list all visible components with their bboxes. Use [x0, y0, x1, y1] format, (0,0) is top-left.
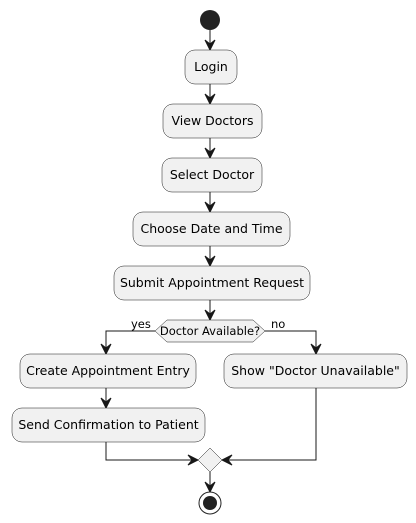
action-create-entry: Create Appointment Entry [19, 353, 197, 389]
edges [100, 30, 322, 494]
arrowhead [100, 343, 112, 356]
decision-label: Doctor Available? [160, 324, 260, 338]
start-node [200, 10, 220, 30]
arrowhead [204, 39, 216, 52]
arrowhead [204, 93, 216, 106]
action-login: Login [184, 49, 238, 85]
action-select-doctor: Select Doctor [161, 157, 263, 193]
action-choose-datetime: Choose Date and Time [132, 211, 291, 247]
edge-decision-no [265, 330, 317, 354]
decision-doctor-available: Doctor Available? [154, 319, 266, 343]
arrowhead [204, 201, 216, 214]
action-send-confirmation-label: Send Confirmation to Patient [18, 417, 198, 432]
branch-yes-label: yes [131, 317, 151, 331]
edge-decision-yes [105, 330, 155, 354]
action-show-unavailable-label: Show "Doctor Unavailable" [231, 363, 400, 378]
arrowhead [310, 343, 322, 356]
end-node [198, 491, 222, 515]
arrowhead [204, 481, 216, 494]
action-login-label: Login [194, 59, 228, 74]
action-show-unavailable: Show "Doctor Unavailable" [223, 353, 408, 389]
action-submit-request: Submit Appointment Request [113, 265, 311, 301]
arrowhead [220, 454, 233, 466]
action-choose-datetime-label: Choose Date and Time [140, 221, 282, 236]
branch-no-label: no [271, 317, 285, 331]
action-view-doctors-label: View Doctors [172, 113, 254, 128]
action-select-doctor-label: Select Doctor [170, 167, 255, 182]
edge-send-merge [105, 442, 198, 461]
arrowhead [204, 147, 216, 160]
arrowhead [204, 255, 216, 268]
action-create-entry-label: Create Appointment Entry [26, 363, 190, 378]
edge-unavailable-merge [222, 388, 317, 461]
action-submit-request-label: Submit Appointment Request [120, 275, 304, 290]
arrowhead [100, 397, 112, 410]
arrowhead [187, 454, 200, 466]
merge-node [197, 447, 223, 473]
action-send-confirmation: Send Confirmation to Patient [11, 407, 206, 443]
arrowhead [204, 309, 216, 322]
action-view-doctors: View Doctors [162, 103, 263, 139]
